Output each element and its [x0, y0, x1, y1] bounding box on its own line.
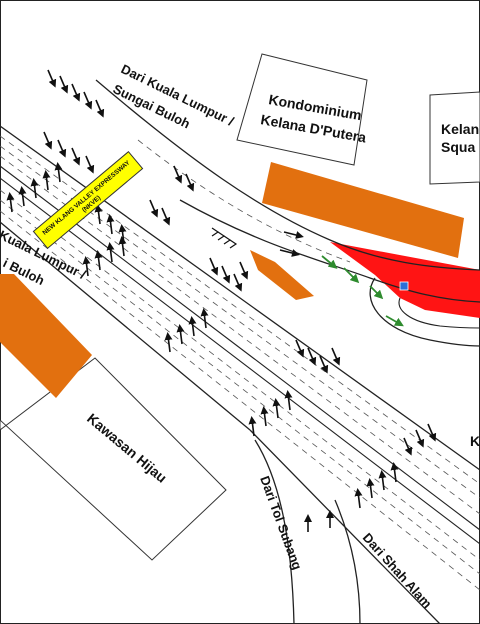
orange-plot-top	[262, 162, 464, 258]
building-kondominium	[236, 53, 368, 166]
highway-sign-line1: NEW KLANG VALLEY EXPRESSWAY	[41, 159, 132, 237]
chevron-icon	[211, 227, 238, 249]
site-marker-icon	[399, 281, 409, 291]
slip-road-kl	[95, 79, 480, 303]
label-kelana-square-line2: Squa	[441, 139, 475, 155]
orange-plot-left	[0, 274, 92, 398]
highway-sign-nkve: NEW KLANG VALLEY EXPRESSWAY (NKVE)	[32, 151, 144, 249]
building-kelana-square	[429, 91, 480, 185]
label-from-shah-alam: Dari Shah Alam	[360, 530, 435, 611]
diverted-traffic-arrow-icon	[321, 255, 404, 327]
building-kawasan-hijau	[0, 357, 227, 561]
highway-nkve	[0, 125, 480, 624]
traffic-direction-arrow-icon	[6, 69, 437, 532]
ramp-tol-subang	[254, 439, 361, 624]
label-from-tol-subang: Dari Tol Subang	[257, 474, 305, 572]
label-kelana-square-line1: Kelan	[441, 121, 479, 137]
construction-zone	[330, 242, 480, 318]
orange-plot-mid	[250, 250, 314, 300]
loop-ramp	[369, 277, 480, 347]
label-edge-letter: K	[470, 433, 480, 449]
